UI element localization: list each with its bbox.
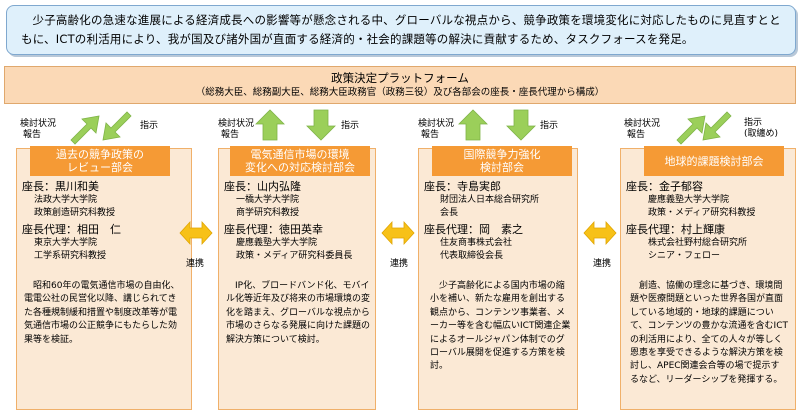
instruct-label: 指示: [341, 121, 360, 131]
chair-name: 座長：山内弘隆: [224, 180, 301, 193]
chair-name: 座長：寺島実郎: [424, 180, 501, 193]
column-global: [620, 148, 796, 410]
vice-chair-name: 座長代理：村上輝康: [626, 223, 725, 236]
chair-affiliation: 一橋大学大学院: [236, 195, 300, 205]
header-review: 過去の競争政策のレビュー部会: [30, 146, 170, 176]
link-label: 連携: [593, 259, 612, 269]
instruct-label: 指示(取纏め): [744, 118, 779, 139]
instruct-down-arrow: [306, 109, 336, 141]
chair-affiliation: 慶應義塾大学大学院: [648, 195, 730, 205]
description: 創造、協働の理念に基づき、環境問題や医療問題といった世界各国が直面している地域的…: [630, 281, 788, 385]
link-label: 連携: [186, 259, 205, 269]
description: IP化、ブロードバンド化、モバイル化等近年及び将来の市場環境の変化を踏まえ、グロ…: [226, 281, 371, 345]
column-environment: [218, 148, 376, 410]
vice-chair-name: 座長代理：相田 仁: [22, 223, 121, 236]
vice-chair-affiliation: シニア・フェロー: [648, 251, 721, 261]
link-double-arrow: [381, 220, 415, 246]
instruct-down-arrow: [102, 111, 132, 141]
header-global: 地球的課題検討部会: [644, 146, 784, 176]
description: 昭和60年の電気通信市場の自由化、電電公社の民営化以降、講じられてきた各種規制緩…: [24, 281, 180, 345]
description: 少子高齢化による国内市場の縮小を補い、新たな雇用を創出する観点から、コンテンツ事…: [430, 281, 571, 372]
instruct-down-arrow: [506, 109, 536, 141]
link-double-arrow: [583, 220, 617, 246]
vice-chair-affiliation: 工学系研究科教授: [34, 251, 107, 261]
vice-chair-affiliation: 株式会社野村総合研究所: [648, 238, 748, 248]
chair-affiliation: 会長: [440, 208, 459, 218]
instruct-down-arrow: [702, 111, 732, 141]
intro-box: 少子高齢化の急速な進展による経済成長への影響等が懸念される中、グローバルな視点か…: [6, 5, 796, 55]
chair-name: 座長：黒川和美: [22, 180, 99, 193]
vice-chair-affiliation: 政策・メディア研究科委員長: [236, 251, 353, 261]
instruct-label: 指示: [140, 121, 159, 131]
chair-affiliation: 法政大学大学院: [34, 195, 98, 205]
report-up-arrow: [676, 115, 706, 145]
header-environment: 電気通信市場の環境変化への対応検討部会: [230, 146, 370, 176]
chair-affiliation: 政策創造研究科教授: [34, 208, 116, 218]
link-double-arrow: [179, 220, 213, 246]
report-label: 検討状況報告: [624, 119, 661, 140]
instruct-label: 指示: [540, 121, 559, 131]
vice-chair-affiliation: 慶應義塾大学大学院: [236, 238, 318, 248]
chair-affiliation: 政策・メディア研究科教授: [648, 208, 756, 218]
vice-chair-affiliation: 東京大学大学院: [34, 238, 98, 248]
vice-chair-affiliation: 代表取締役会長: [440, 251, 504, 261]
vice-chair-name: 座長代理：徳田英幸: [224, 223, 323, 236]
report-label: 検討状況報告: [218, 119, 255, 140]
vice-chair-name: 座長代理：岡 素之: [424, 223, 523, 236]
report-label: 検討状況報告: [20, 119, 57, 140]
vice-chair-affiliation: 住友商事株式会社: [440, 238, 513, 248]
report-label: 検討状況報告: [418, 119, 455, 140]
platform-subtitle: （総務大臣、総務副大臣、総務大臣政務官（政務三役）及び各部会の座長・座長代理から…: [195, 87, 605, 98]
chair-affiliation: 商学研究科教授: [236, 208, 300, 218]
report-up-arrow: [458, 109, 488, 141]
platform-title: 政策決定プラットフォーム: [331, 71, 469, 85]
instruct-note: (取纏め): [744, 129, 779, 139]
report-up-arrow: [255, 109, 285, 141]
header-international: 国際競争力強化検討部会: [432, 146, 572, 176]
policy-platform: 政策決定プラットフォーム （総務大臣、総務副大臣、総務大臣政務官（政務三役）及び…: [4, 66, 796, 104]
intro-text: 少子高齢化の急速な進展による経済成長への影響等が懸念される中、グローバルな視点か…: [21, 13, 781, 46]
report-up-arrow: [70, 115, 100, 145]
link-label: 連携: [390, 259, 409, 269]
chair-name: 座長：金子郁容: [626, 180, 703, 193]
column-review: [16, 148, 192, 410]
chair-affiliation: 財団法人日本総合研究所: [440, 195, 540, 205]
column-international: [418, 148, 578, 410]
